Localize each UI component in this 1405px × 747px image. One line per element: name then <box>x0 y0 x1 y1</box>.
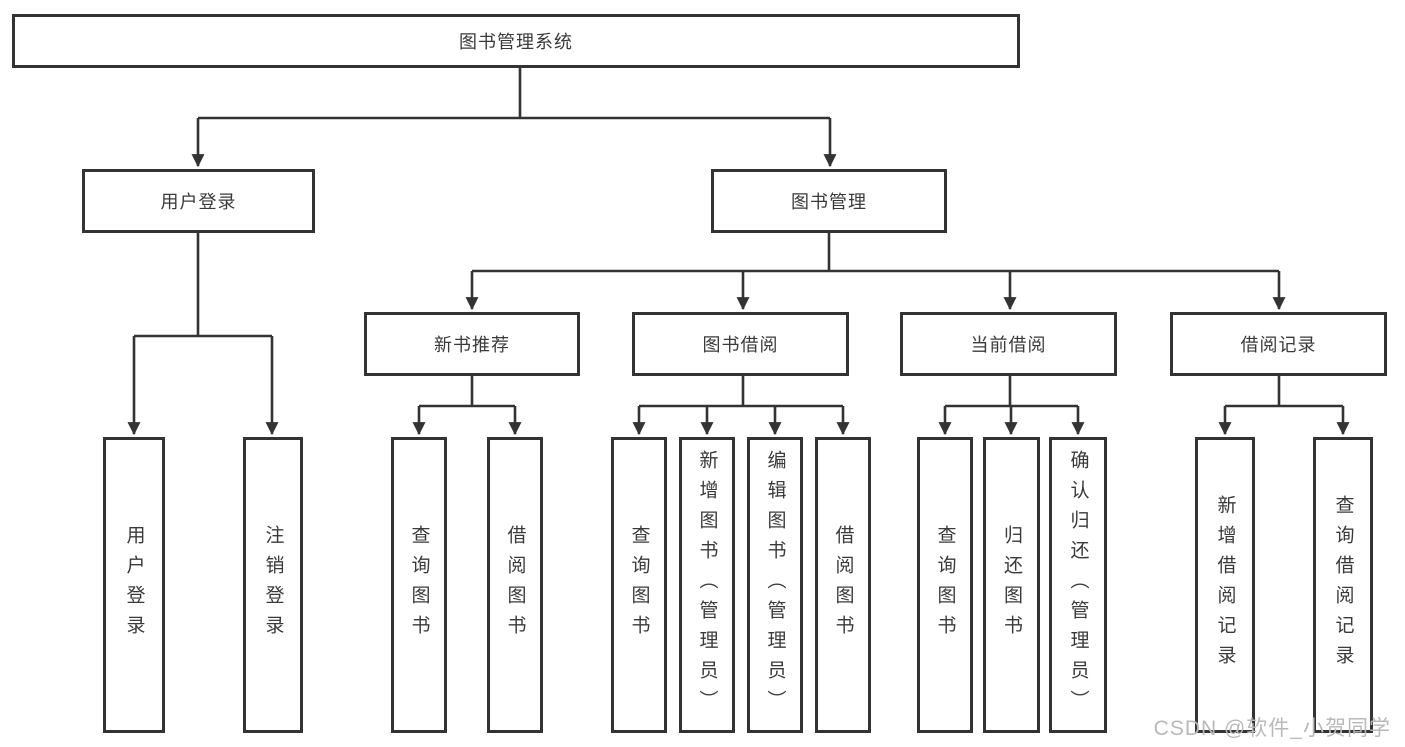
leaf-label: 编辑图书（管理员） <box>764 450 786 720</box>
leaf-label: 确认归还（管理员） <box>1067 450 1089 720</box>
node-book-borrowing: 图书借阅 <box>632 312 849 376</box>
leaf-br-query-record: 查询借阅记录 <box>1313 437 1373 733</box>
node-new-book-recommendation: 新书推荐 <box>364 312 580 376</box>
leaf-cb-return-books: 归还图书 <box>983 437 1040 733</box>
leaf-label: 用户登录 <box>123 525 145 645</box>
leaf-br-add-record: 新增借阅记录 <box>1195 437 1255 733</box>
connector-borrowrecords-split <box>1225 376 1343 408</box>
connector-root-split <box>198 68 830 120</box>
leaf-bb-add-books: 新增图书（管理员） <box>679 437 735 733</box>
leaf-label: 新增图书（管理员） <box>696 450 718 720</box>
connector-userlogin-split <box>134 233 272 338</box>
leaf-bb-borrow-books: 借阅图书 <box>815 437 871 733</box>
connector-currentborrow-split <box>945 376 1078 408</box>
leaf-cb-query-books: 查询图书 <box>917 437 973 733</box>
leaf-bb-edit-books: 编辑图书（管理员） <box>747 437 803 733</box>
leaf-bb-query-books: 查询图书 <box>611 437 667 733</box>
leaf-label: 注销登录 <box>262 525 284 645</box>
leaf-label: 查询借阅记录 <box>1332 495 1354 675</box>
leaf-label: 借阅图书 <box>832 525 854 645</box>
leaf-label: 新增借阅记录 <box>1214 495 1236 675</box>
leaf-label: 查询图书 <box>628 525 650 645</box>
leaf-cb-confirm-return: 确认归还（管理员） <box>1049 437 1107 733</box>
node-user-login: 用户登录 <box>82 169 315 233</box>
leaf-logout: 注销登录 <box>243 437 303 733</box>
connector-bookborrow-split <box>639 376 843 408</box>
connector-bookmgmt-split <box>472 233 1279 273</box>
leaf-nb-query-books: 查询图书 <box>391 437 447 733</box>
csdn-watermark: CSDN @软件_小贺同学 <box>1153 717 1391 740</box>
connector-newbooks-split <box>419 376 515 408</box>
leaf-label: 借阅图书 <box>504 525 526 645</box>
node-book-management: 图书管理 <box>711 169 947 233</box>
node-current-borrowing: 当前借阅 <box>900 312 1117 376</box>
leaf-label: 查询图书 <box>408 525 430 645</box>
node-root: 图书管理系统 <box>12 14 1020 68</box>
leaf-nb-borrow-books: 借阅图书 <box>487 437 543 733</box>
leaf-label: 归还图书 <box>1001 525 1022 645</box>
node-borrowing-records: 借阅记录 <box>1170 312 1387 376</box>
leaf-user-login: 用户登录 <box>103 437 165 733</box>
leaf-label: 查询图书 <box>934 525 956 645</box>
